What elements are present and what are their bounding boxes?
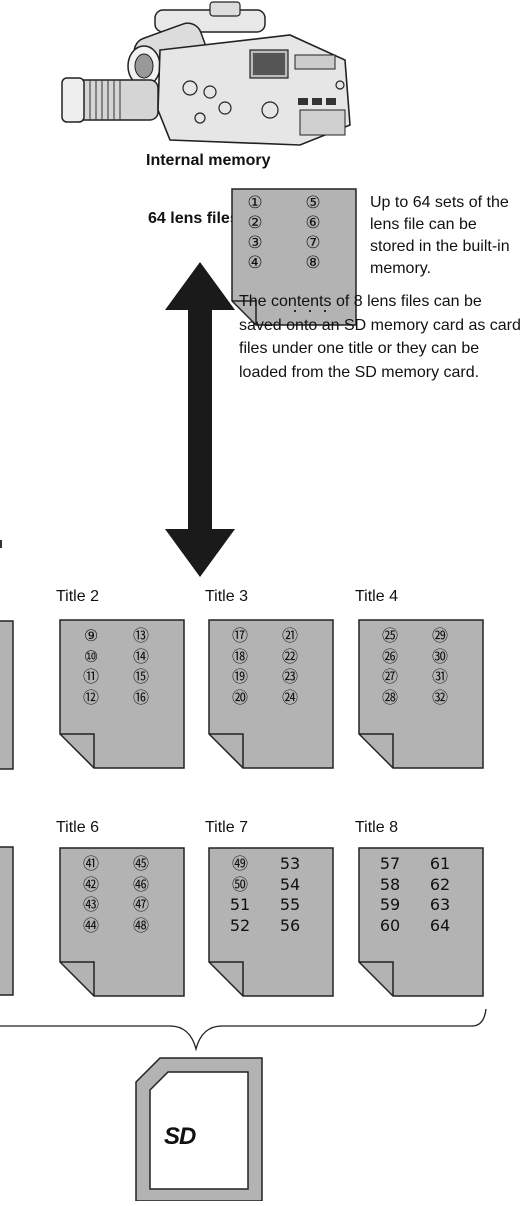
title-left-column: ㉕ ㉖ ㉗ ㉘ [375, 626, 405, 708]
lens-file-number: ㊺ [132, 854, 149, 873]
title-right-column: ⑬ ⑭ ⑮ ⑯ [126, 626, 156, 708]
lens-file-number: ⑥ [305, 213, 321, 233]
lens-file-number: 55 [279, 895, 301, 914]
lens-file-number: ㉒ [281, 646, 298, 666]
lens-file-number: ⑤ [305, 193, 321, 213]
internal-memory-right-column: ⑤ ⑥ ⑦ ⑧ [298, 193, 328, 273]
lens-file-number: ⑲ [231, 667, 248, 686]
lens-file-number: ④ [247, 253, 263, 273]
title-file-partial [0, 620, 14, 770]
lens-file-number: ⑯ [132, 687, 149, 707]
lens-file-number: 62 [429, 874, 451, 894]
lens-file-number: ⑱ [231, 646, 248, 666]
title-label: Title 8 [355, 819, 398, 836]
lens-file-number: ㊿ [231, 874, 248, 894]
lens-file-number: 54 [279, 874, 301, 894]
lens-file-number: ⑮ [132, 667, 149, 686]
lens-file-number: ㉛ [431, 667, 448, 686]
lens-file-number: ⑨ [83, 626, 99, 645]
title-file [58, 846, 188, 998]
lens-file-number: 57 [379, 854, 401, 873]
lens-file-number: ㊶ [82, 854, 99, 873]
title-right-column: ㉑ ㉒ ㉓ ㉔ [275, 626, 305, 708]
lens-file-number: ⑬ [132, 626, 149, 645]
lens-file-number: ㉕ [381, 626, 398, 645]
lens-file-number: ㉜ [431, 687, 448, 707]
sd-logo: SD [164, 1123, 196, 1150]
lens-file-number: ㉘ [381, 687, 398, 707]
title-right-column: 53 54 55 56 [275, 854, 305, 936]
lens-file-number: 52 [229, 915, 251, 935]
lens-file-number: ② [247, 213, 263, 233]
lens-file-number: 58 [379, 874, 401, 894]
lens-file-number: ㊼ [132, 895, 149, 914]
lens-file-number: ⑳ [231, 687, 248, 707]
title-label: Title 2 [56, 588, 99, 605]
internal-memory-description: Up to 64 sets of the lens file can be st… [370, 194, 510, 277]
more-files-indicator: · · · [292, 300, 330, 320]
lens-file-number: ㉚ [431, 646, 448, 666]
lens-file-number: 63 [429, 895, 451, 914]
lens-file-number: ⑰ [231, 626, 248, 645]
grouping-brace [0, 1008, 487, 1052]
internal-memory-left-column: ① ② ③ ④ [240, 193, 270, 273]
internal-memory-heading: Internal memory [146, 152, 271, 169]
title-file [357, 846, 487, 998]
title-right-column: ㉙ ㉚ ㉛ ㉜ [425, 626, 455, 708]
lens-file-number: ㉖ [381, 646, 398, 666]
lens-file-number: ㊸ [82, 895, 99, 914]
lens-file-number: 61 [429, 854, 451, 873]
title-file [207, 618, 337, 770]
title-label: Title 3 [205, 588, 248, 605]
title-left-column: ⑰ ⑱ ⑲ ⑳ [225, 626, 255, 708]
lens-file-number: ③ [247, 233, 263, 253]
title-left-column: 57 58 59 60 [375, 854, 405, 936]
lens-file-count-label: 64 lens files [148, 210, 239, 227]
lens-file-number: ⑧ [305, 253, 321, 273]
lens-file-number: 60 [379, 915, 401, 935]
title-right-column: ㊺ ㊻ ㊼ ㊽ [126, 854, 156, 936]
double-arrow-icon [165, 262, 235, 577]
sd-card [134, 1056, 264, 1202]
title-left-column: ㊶ ㊷ ㊸ ㊹ [76, 854, 106, 936]
internal-memory-file-shape [230, 187, 360, 327]
lens-file-number: ㊷ [82, 874, 99, 894]
lens-file-number: ㊽ [132, 915, 149, 935]
title-file [357, 618, 487, 770]
lens-file-number: ⑪ [82, 667, 99, 686]
lens-file-number: ⑫ [82, 687, 99, 707]
lens-file-number: 56 [279, 915, 301, 935]
title-left-column: ⑨ ⑩ ⑪ ⑫ [76, 626, 106, 708]
lens-file-number: 51 [229, 895, 251, 914]
title-file [207, 846, 337, 998]
lens-file-number: 59 [379, 895, 401, 914]
lens-file-number: ⑭ [132, 646, 149, 666]
lens-file-number: ⑦ [305, 233, 321, 253]
lens-file-number: ⑩ [83, 646, 99, 666]
camera-illustration [61, 1, 351, 146]
lens-file-number: ㉓ [281, 667, 298, 686]
lens-file-number: ㉔ [281, 687, 298, 707]
lens-file-number: ㉙ [431, 626, 448, 645]
lens-file-number: 64 [429, 915, 451, 935]
lens-file-number: ㊹ [82, 915, 99, 935]
title-right-column: 61 62 63 64 [425, 854, 455, 936]
lens-file-number: ㊻ [132, 874, 149, 894]
lens-file-number: ① [247, 193, 263, 213]
transfer-description: The contents of 8 lens files can be save… [239, 293, 521, 381]
title-file-partial [0, 846, 14, 996]
title-label: Title 7 [205, 819, 248, 836]
title-left-column: ㊾ ㊿ 51 52 [225, 854, 255, 936]
cropped-marker [0, 540, 2, 548]
lens-file-number: ㊾ [231, 854, 248, 873]
lens-file-number: ㉗ [381, 667, 398, 686]
title-label: Title 4 [355, 588, 398, 605]
lens-file-number: ㉑ [281, 626, 298, 645]
lens-file-number: 53 [279, 854, 301, 873]
title-label: Title 6 [56, 819, 99, 836]
title-file [58, 618, 188, 770]
